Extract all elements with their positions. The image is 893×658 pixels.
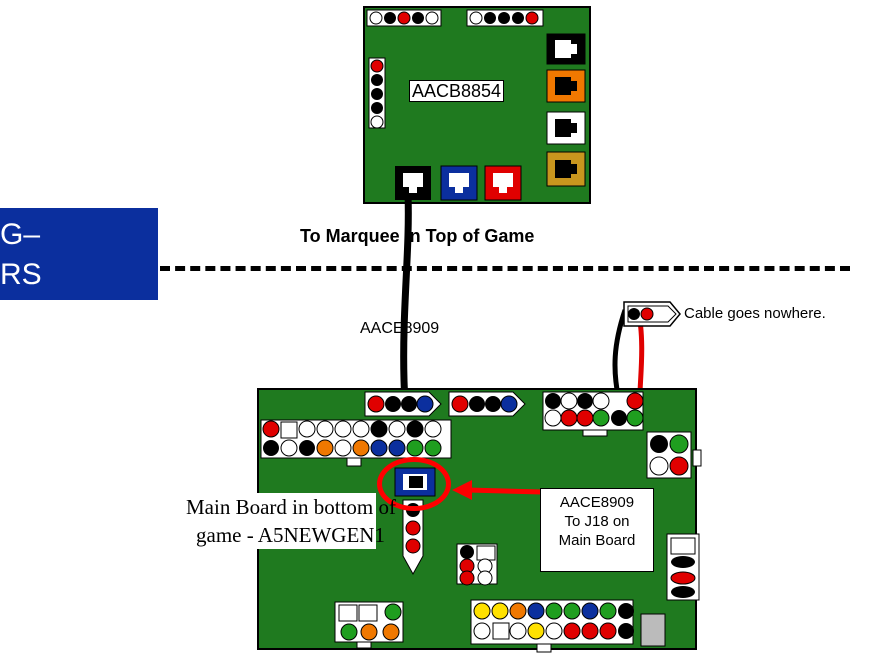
header-left-block — [260, 419, 452, 467]
main-board-details — [260, 391, 702, 653]
marquee-board-part-label: AACB8854 — [409, 80, 505, 102]
pin — [484, 12, 496, 24]
marquee-caption: To Marquee in Top of Game — [300, 226, 535, 246]
rj-gold-connector — [546, 151, 586, 187]
rj-orange-connector — [546, 69, 586, 103]
pin — [369, 11, 383, 25]
callout-line1: AACE8909 — [559, 494, 635, 511]
pin — [371, 102, 383, 114]
callout-line2: To J18 on — [564, 513, 630, 530]
pin — [371, 88, 383, 100]
pin — [498, 12, 510, 24]
cable-end-note: Cable goes nowhere. — [684, 305, 826, 322]
header-bottom-left — [334, 601, 404, 649]
grey-component — [640, 613, 666, 647]
pin — [384, 12, 396, 24]
header-middle-small — [456, 543, 498, 586]
callout-line3: Main Board — [558, 532, 636, 549]
pin — [425, 11, 439, 25]
main-board-caption-line2: game - A5NEWGEN1 — [196, 523, 385, 547]
pin — [412, 12, 424, 24]
pin — [371, 74, 383, 86]
rj-black-connector — [546, 33, 586, 65]
rj-bottom-blue — [440, 165, 478, 201]
header-bottom-middle — [470, 599, 634, 653]
pin — [370, 59, 384, 73]
j18-highlight-circle — [377, 457, 451, 511]
divider-line — [160, 266, 850, 271]
pin — [512, 12, 524, 24]
rj-white-connector — [546, 111, 586, 145]
header-right-side — [646, 431, 702, 479]
pin — [370, 115, 384, 129]
callout-box: AACE8909 To J18 on Main Board — [540, 488, 654, 572]
rj-bottom-red — [484, 165, 522, 201]
main-board-caption-line1: Main Board in bottom of — [186, 495, 396, 519]
header-arrow-2 — [448, 391, 526, 417]
header-right-top — [542, 391, 644, 437]
pin — [525, 11, 539, 25]
header-vertical-arrow — [402, 499, 424, 576]
cable-label: AACE8909 — [360, 320, 440, 337]
rj-bottom-black — [395, 166, 431, 200]
side-box-line1: G– — [0, 218, 41, 251]
callout-arrow — [452, 480, 543, 500]
pin — [397, 11, 411, 25]
main-board-caption: Main Board in bottom of game - A5NEWGEN1 — [186, 493, 396, 549]
header-right-vertical — [666, 533, 700, 601]
pin — [469, 11, 483, 25]
marquee-board-details — [366, 9, 586, 201]
header-arrow-1 — [364, 391, 442, 417]
side-box-line2: RS — [0, 258, 42, 291]
side-box: G– RS — [0, 208, 158, 300]
